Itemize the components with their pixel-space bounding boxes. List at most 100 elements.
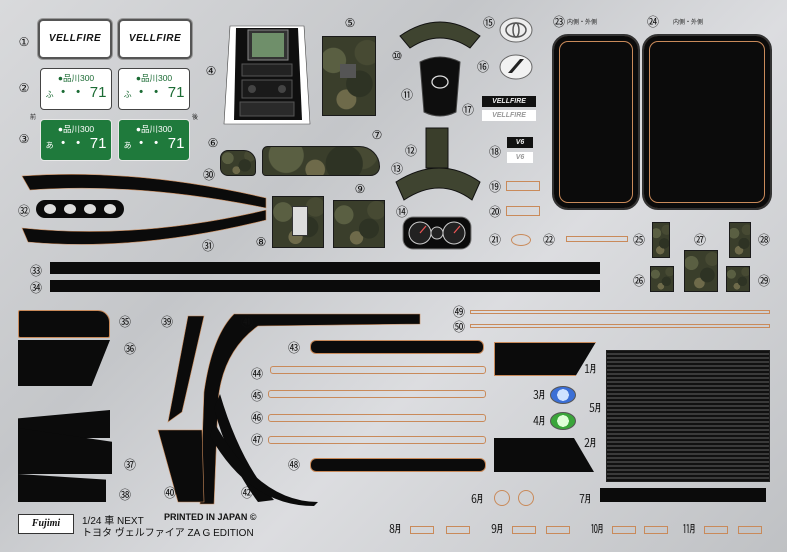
part-number-35: ㉟: [118, 315, 131, 329]
label-23: 内側・外側: [567, 20, 598, 26]
round-emblem-16: [499, 54, 533, 80]
plate-hiragana: あ: [123, 141, 132, 150]
stripe-33: [50, 262, 600, 274]
tag-59a: [512, 526, 536, 534]
piece-57: [600, 488, 766, 502]
part-number-23: ㉓: [552, 15, 565, 29]
tag-61b: [738, 526, 762, 534]
outline-piece-21: [511, 234, 531, 246]
emblem-strip-32: [36, 200, 124, 218]
panel-5-slot: [340, 64, 356, 78]
piece-35: [18, 310, 110, 338]
camo-piece-29: [726, 266, 750, 292]
circle-56b: [518, 490, 534, 506]
plate-digits: ・・ 71: [133, 135, 185, 152]
plate-top-text: ●品川300: [135, 73, 173, 83]
product-name: トヨタ ヴェルファイア ZA G EDITION: [82, 528, 254, 539]
part-number-59: ㋈: [490, 522, 503, 536]
part-number-20: ⑳: [488, 205, 501, 219]
outline-piece-22: [566, 236, 628, 242]
v6-badge-black: V6: [507, 137, 533, 148]
license-plate-white-rear: ●品川300 ふ・・ 71: [118, 68, 190, 110]
outline-piece-19: [506, 181, 540, 191]
part-number-2: ②: [18, 81, 30, 95]
emblem-dot: [84, 204, 96, 214]
plate-top-text: ●品川300: [57, 73, 95, 83]
part-number-41: ㊶: [240, 315, 253, 329]
vellfire-badge-black: VELLFIRE: [482, 96, 536, 107]
part-number-25: ㉕: [632, 233, 645, 247]
emblem-53: [550, 386, 576, 404]
part-number-28: ㉘: [757, 233, 770, 247]
camo-piece-9: [333, 200, 385, 248]
part-number-5: ⑤: [344, 16, 356, 30]
part-number-33: ㉝: [29, 264, 42, 278]
v6-badge-white: V6: [507, 152, 533, 163]
part-number-48: ㊽: [287, 458, 300, 472]
line-49: [470, 310, 770, 314]
front-mark: 前: [30, 115, 37, 121]
stripe-34: [50, 280, 600, 292]
piece-38: [18, 474, 106, 502]
strip-48: [310, 458, 486, 472]
part-number-53: ㋂: [532, 388, 545, 402]
camo-piece-25: [652, 222, 670, 258]
outline-piece-20: [506, 206, 540, 216]
part-number-3: ③: [18, 132, 30, 146]
camo-piece-30: [220, 150, 256, 176]
emblem-dot: [44, 204, 56, 214]
grille-panel: [606, 350, 770, 482]
part-number-57: ㋆: [578, 492, 591, 506]
part-number-12: ⑫: [404, 144, 417, 158]
tag-59b: [546, 526, 570, 534]
piece-52: [494, 438, 594, 472]
rear-mark: 後: [192, 115, 199, 121]
tag-60b: [644, 526, 668, 534]
printed-in-japan: PRINTED IN JAPAN ©: [164, 512, 257, 522]
part-number-32: ㉜: [17, 204, 30, 218]
camo-piece-26: [650, 266, 674, 292]
part-number-37: ㊲: [123, 458, 136, 472]
part-number-29: ㉙: [757, 274, 770, 288]
piece-8-shifter: [292, 206, 308, 236]
line-47: [268, 436, 486, 444]
line-44: [270, 366, 486, 374]
gauge-cluster: [402, 216, 472, 250]
part-number-44: ㊹: [250, 367, 263, 381]
part-number-22: ㉒: [542, 233, 555, 247]
plate-digits: ・・ 71: [55, 135, 107, 152]
part-number-56: ㋅: [470, 492, 483, 506]
tag-61a: [704, 526, 728, 534]
camo-piece-27: [684, 250, 718, 292]
license-plate-white-front: ●品川300 ふ・・ 71: [40, 68, 112, 110]
line-46: [268, 414, 486, 422]
fujimi-logo: Fujimi: [18, 514, 74, 534]
plate-number: あ・・ 71: [119, 135, 189, 155]
tag-58a: [410, 526, 434, 534]
part-number-24: ㉔: [646, 15, 659, 29]
part-number-19: ⑲: [488, 180, 501, 194]
camo-piece-6-7: [262, 146, 380, 176]
part-number-4: ④: [205, 64, 217, 78]
plate-top-text: ●品川300: [135, 124, 173, 134]
part-number-49: ㊾: [452, 305, 465, 319]
plate-digits: ・・ 71: [133, 84, 185, 101]
plate-digits: ・・ 71: [55, 84, 107, 101]
part-number-18: ⑱: [488, 145, 501, 159]
part-number-16: ⑯: [476, 60, 489, 74]
piece-36: [18, 340, 110, 386]
part-number-54: ㋃: [532, 414, 545, 428]
circle-56a: [494, 490, 510, 506]
part-number-46: ㊻: [250, 411, 263, 425]
window-decal-23: [552, 34, 640, 210]
piece-51: [494, 342, 596, 376]
part-number-51: ㋀: [583, 362, 596, 376]
part-number-31: ㉛: [201, 239, 214, 253]
part-number-1: ①: [18, 35, 30, 49]
side-frame-39-42: [157, 313, 421, 506]
plate-number: ふ・・ 71: [119, 84, 189, 104]
plate-top-text: ●品川300: [57, 124, 95, 134]
part-number-15: ⑮: [482, 16, 495, 30]
vellfire-plate-rear: VELLFIRE: [118, 19, 192, 59]
